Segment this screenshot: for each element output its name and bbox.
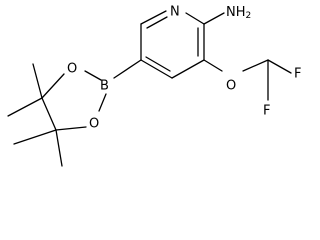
bond-c6-n-inner — [146, 16, 168, 29]
dioxaborolane-oxygen-top-label: O — [67, 62, 77, 77]
bond-c5-b — [113, 59, 142, 79]
bond-b-o-bottom — [98, 93, 107, 112]
dioxaborolane-oxygen-bottom-label: O — [89, 117, 99, 132]
bond-o-ch — [242, 59, 269, 72]
ring-nitrogen-label: N — [170, 5, 180, 20]
fluorine-bottom-label: F — [263, 104, 270, 119]
bond-o-top-c — [41, 73, 65, 99]
bond-c4-c5-inner — [145, 56, 171, 72]
amine-label: NH2 — [226, 5, 251, 22]
pyridine-ring — [140, 10, 205, 79]
bond-c6-n — [140, 10, 167, 25]
bond-c3-c4 — [171, 59, 205, 79]
ether-oxygen-label: O — [226, 79, 236, 94]
bond-n-c2 — [185, 12, 205, 25]
bond-o-bottom-c — [55, 126, 87, 131]
bond-c3-o — [203, 59, 223, 72]
amine-subscript: 2 — [246, 11, 252, 21]
bond-methyl-3 — [13, 129, 57, 145]
bond-c2-nh2 — [203, 12, 225, 25]
bond-c4-c5 — [140, 59, 173, 79]
bond-methyl-4 — [55, 129, 63, 167]
difluoromethoxy-group — [203, 59, 292, 101]
bond-methyl-2 — [7, 97, 43, 117]
pinacol-boronate-group — [7, 59, 142, 167]
boron-label: B — [100, 79, 109, 94]
chemical-structure: N NH2 O F F B O O — [7, 5, 301, 167]
bond-c-c — [41, 97, 57, 131]
fluorine-top-label: F — [294, 67, 301, 82]
bond-b-o-top — [84, 70, 102, 81]
bond-ch-f-top — [267, 59, 292, 74]
bond-methyl-1 — [32, 63, 43, 99]
amine-nh: NH — [226, 5, 246, 20]
